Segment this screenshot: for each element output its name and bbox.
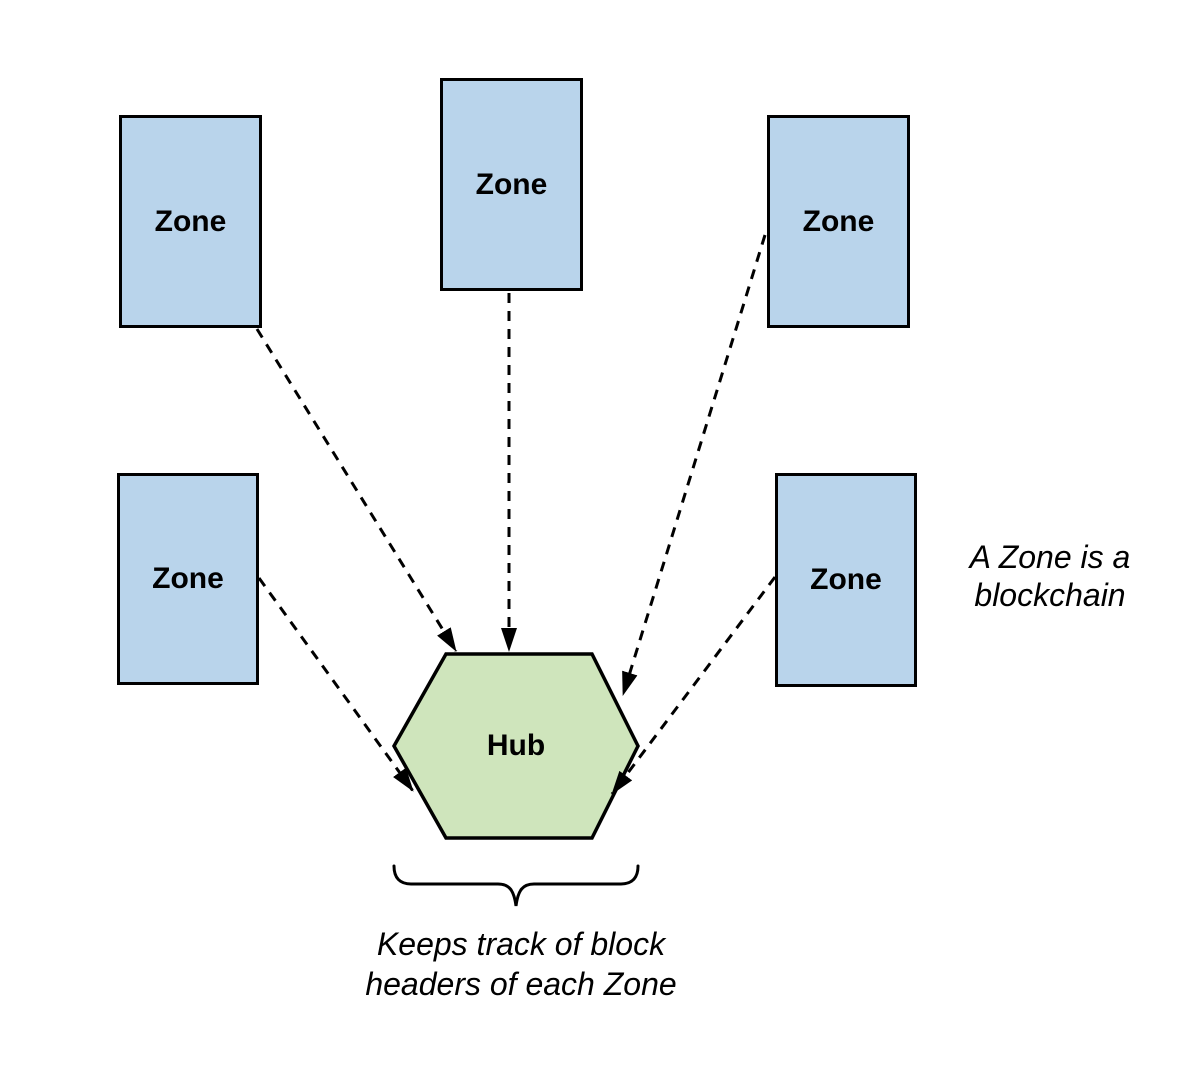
connector-zone-top-right-to-hub bbox=[621, 234, 767, 696]
zone-node-top-right: Zone bbox=[767, 115, 910, 328]
zone-label: Zone bbox=[810, 563, 882, 596]
hub-label: Hub bbox=[486, 729, 546, 762]
zone-node-mid-left: Zone bbox=[117, 473, 259, 685]
bottom-note-line-1: Keeps track of block bbox=[376, 926, 666, 962]
side-note-line-2: blockchain bbox=[974, 577, 1126, 613]
side-note: A Zone is a blockchain bbox=[938, 538, 1162, 614]
side-note-line-1: A Zone is a bbox=[969, 539, 1131, 575]
zone-label: Zone bbox=[154, 204, 227, 238]
hub-hexagon-shape bbox=[391, 652, 640, 840]
bottom-note: Keeps track of block headers of each Zon… bbox=[335, 924, 707, 1004]
brace-under-hub bbox=[392, 864, 640, 907]
zone-label: Zone bbox=[475, 167, 548, 201]
zone-label: Zone bbox=[152, 562, 224, 595]
bottom-note-line-2: headers of each Zone bbox=[365, 966, 677, 1002]
zone-node-top-center: Zone bbox=[440, 78, 583, 291]
zone-node-mid-right: Zone bbox=[775, 473, 917, 687]
connector-zone-top-left-to-hub bbox=[255, 328, 458, 652]
zone-node-top-left: Zone bbox=[119, 115, 262, 328]
zone-label: Zone bbox=[802, 204, 875, 238]
connector-zone-mid-right-to-hub bbox=[610, 576, 777, 795]
hub-node: Hub bbox=[394, 654, 638, 838]
connector-zone-mid-left-to-hub bbox=[257, 577, 415, 792]
